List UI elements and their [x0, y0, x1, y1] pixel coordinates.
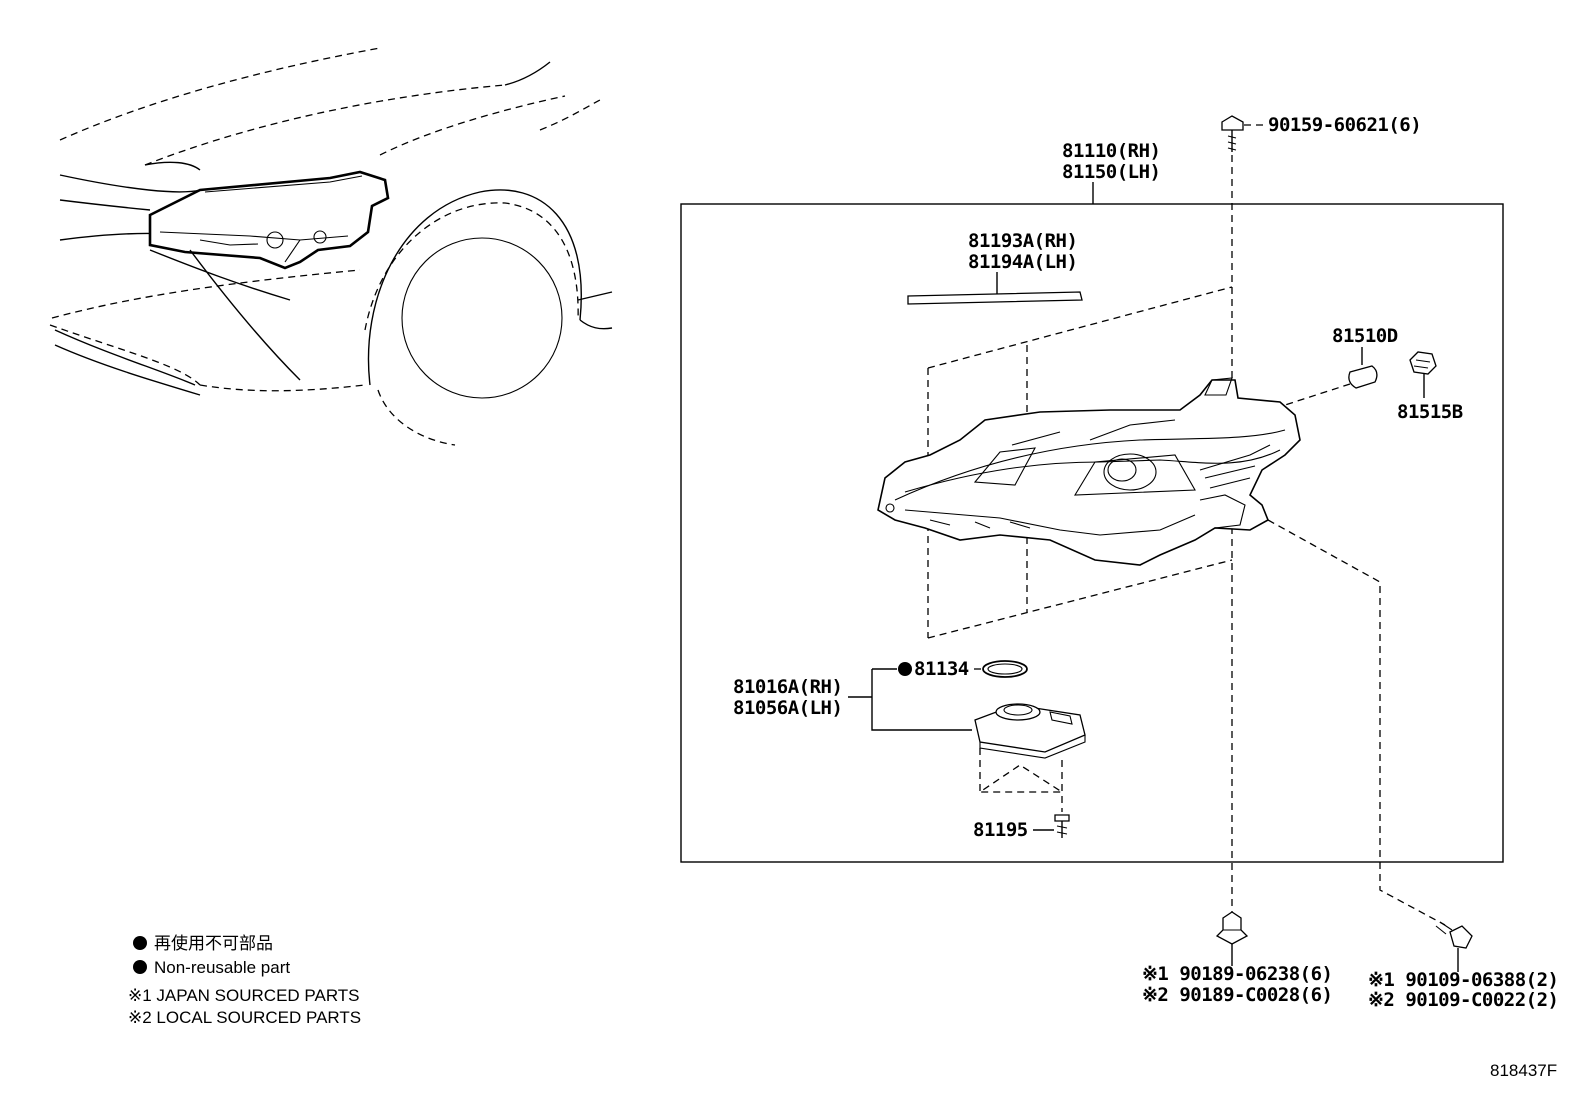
- legend-local-sourced: ※2 LOCAL SOURCED PARTS: [128, 1008, 361, 1027]
- computer-part: [974, 703, 1086, 759]
- bulb-label: 81510D: [1332, 325, 1398, 347]
- side-bolt-dashed-path: [1267, 519, 1446, 926]
- bolt-local-mark: ※2: [1368, 989, 1394, 1011]
- legend-nonreusable-jp: 再使用不可部品: [154, 933, 273, 953]
- legend: 再使用不可部品 Non-reusable part ※1 JAPAN SOURC…: [128, 933, 361, 1027]
- strip-rh-label: 81193A(RH): [968, 230, 1077, 252]
- svg-text:※2 90189-C0028(6): ※2 90189-C0028(6): [1142, 984, 1332, 1006]
- socket-part: [1409, 351, 1437, 375]
- legend-nonreusable-icon-jp: [133, 936, 147, 950]
- bolt-japan-mark: ※1: [1368, 969, 1394, 991]
- top-bolt-label: 90159-60621(6): [1268, 114, 1421, 136]
- bulb-part: [1348, 365, 1378, 389]
- bottom-nut-part: [1215, 911, 1249, 945]
- bulb-dashed-leader: [1284, 383, 1351, 406]
- nut-local-label: 90189-C0028(6): [1179, 984, 1332, 1006]
- computer-bracket-leader: [848, 668, 972, 731]
- nut-japan-label: 90189-06238(6): [1179, 963, 1332, 985]
- legend-nonreusable-en: Non-reusable part: [154, 958, 290, 977]
- screw-label: 81195: [973, 819, 1028, 841]
- legend-nonreusable-icon-en: [133, 960, 147, 974]
- seal-ring-part: [982, 660, 1028, 678]
- bolt-local-label: 90109-C0022(2): [1405, 989, 1558, 1011]
- vehicle-front-illustration: [49, 47, 613, 446]
- computer-rh-label: 81016A(RH): [733, 676, 842, 698]
- diagram-id: 818437F: [1490, 1061, 1557, 1080]
- strip-lh-label: 81194A(LH): [968, 251, 1077, 273]
- headlamp-unit: [877, 377, 1301, 566]
- svg-text:※1 90189-06238(6): ※1 90189-06238(6): [1142, 963, 1332, 985]
- socket-label: 81515B: [1397, 401, 1463, 423]
- side-bolt-part: [1435, 921, 1473, 949]
- top-bolt-part: [1221, 115, 1244, 152]
- nut-local-mark: ※2: [1142, 984, 1168, 1006]
- nonreusable-mark-icon: [898, 662, 912, 676]
- seal-label: 81134: [914, 658, 969, 680]
- svg-text:※2 90109-C0022(2): ※2 90109-C0022(2): [1368, 989, 1558, 1011]
- nut-japan-mark: ※1: [1142, 963, 1168, 985]
- strip-part: [907, 291, 1083, 305]
- computer-lh-label: 81056A(LH): [733, 697, 842, 719]
- headlamp-lh-label: 81150(LH): [1062, 161, 1160, 183]
- computer-screw-dashed-path: [979, 748, 1065, 794]
- legend-japan-sourced: ※1 JAPAN SOURCED PARTS: [128, 986, 360, 1005]
- svg-text:※1 90109-06388(2): ※1 90109-06388(2): [1368, 969, 1558, 991]
- bolt-japan-label: 90109-06388(2): [1405, 969, 1558, 991]
- screw-part: [1054, 814, 1070, 838]
- headlamp-assembly-frame: [680, 203, 1504, 863]
- headlamp-rh-label: 81110(RH): [1062, 140, 1160, 162]
